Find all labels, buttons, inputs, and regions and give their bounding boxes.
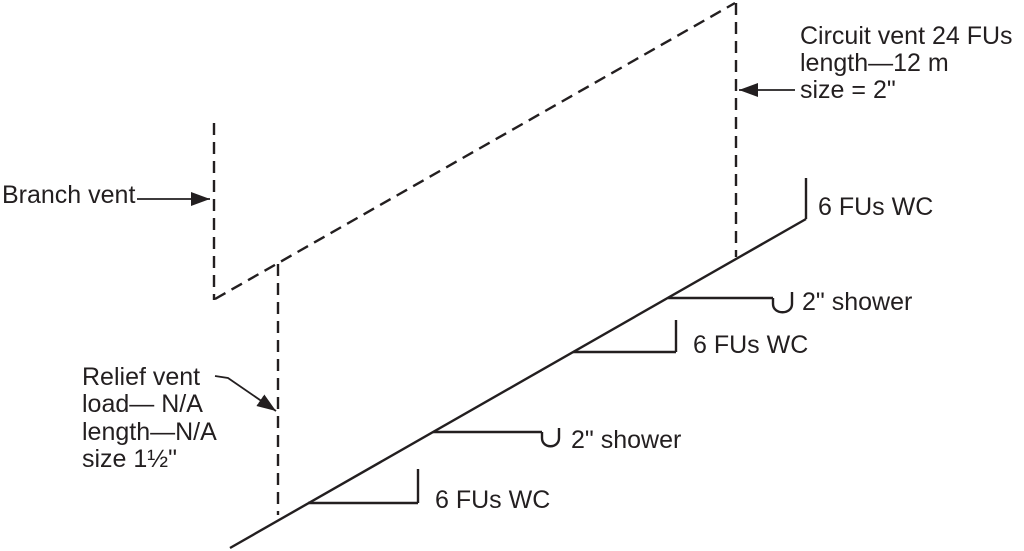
circuit-vent-note-line2: length—12 m — [800, 49, 949, 77]
circuit-vent-note-line3: size = 2" — [800, 76, 896, 104]
circuit-vent-note-line1: Circuit vent 24 FUs — [800, 22, 1013, 50]
trap-icon — [540, 428, 561, 448]
drain-line — [229, 217, 807, 550]
branch-vent-label: Branch vent — [2, 181, 135, 209]
relief-vent-note-line2: load— N/A — [82, 390, 203, 418]
relief-vent-note-line3: length—N/A — [82, 418, 217, 446]
fixture-label-wc-top: 6 FUs WC — [818, 193, 933, 221]
relief-vent-note-line1: Relief vent — [82, 363, 200, 391]
fixture-label-shower-upper: 2" shower — [802, 288, 912, 316]
relief-vent-note-line4: size 1½" — [82, 445, 177, 473]
fixture-label-wc-bottom: 6 FUs WC — [435, 486, 550, 514]
relief-vent-arrow — [214, 375, 277, 412]
fixture-label-shower-lower: 2" shower — [571, 426, 681, 454]
trap-icon — [771, 292, 794, 314]
vent-header-line — [214, 1, 736, 301]
fixture-label-wc-middle: 6 FUs WC — [693, 331, 808, 359]
